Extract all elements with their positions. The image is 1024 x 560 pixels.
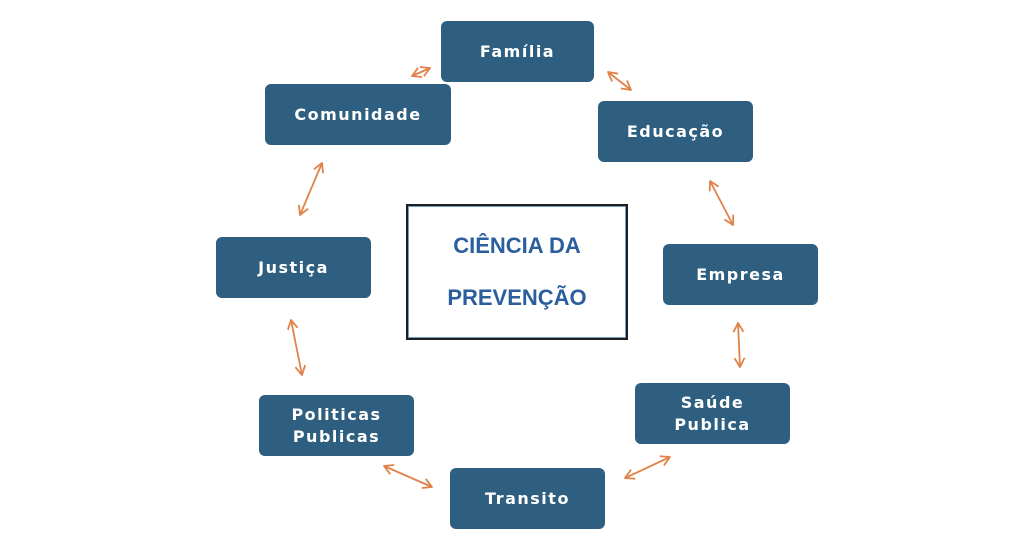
node-transito: Transito [450, 468, 605, 529]
center-title-line-2: PREVENÇÃO [447, 285, 587, 310]
double-headed-arrow-icon [607, 71, 632, 91]
node-empresa: Empresa [663, 244, 818, 305]
node-familia: Família [441, 21, 594, 82]
node-comunidade: Comunidade [265, 84, 451, 145]
node-saude-publica: Saúde Publica [635, 383, 790, 444]
double-headed-arrow-icon [287, 319, 306, 376]
node-educacao: Educação [598, 101, 753, 162]
double-headed-arrow-icon [383, 464, 433, 489]
double-headed-arrow-icon [708, 180, 735, 226]
double-headed-arrow-icon [624, 455, 671, 480]
node-justica: Justiça [216, 237, 371, 298]
center-title-box: CIÊNCIA DA PREVENÇÃO [406, 204, 628, 340]
double-headed-arrow-icon [298, 162, 324, 216]
double-headed-arrow-icon [411, 66, 431, 78]
node-politicas-publicas: Politicas Publicas [259, 395, 414, 456]
double-headed-arrow-icon [732, 322, 746, 368]
center-title-line-1: CIÊNCIA DA [453, 233, 581, 258]
